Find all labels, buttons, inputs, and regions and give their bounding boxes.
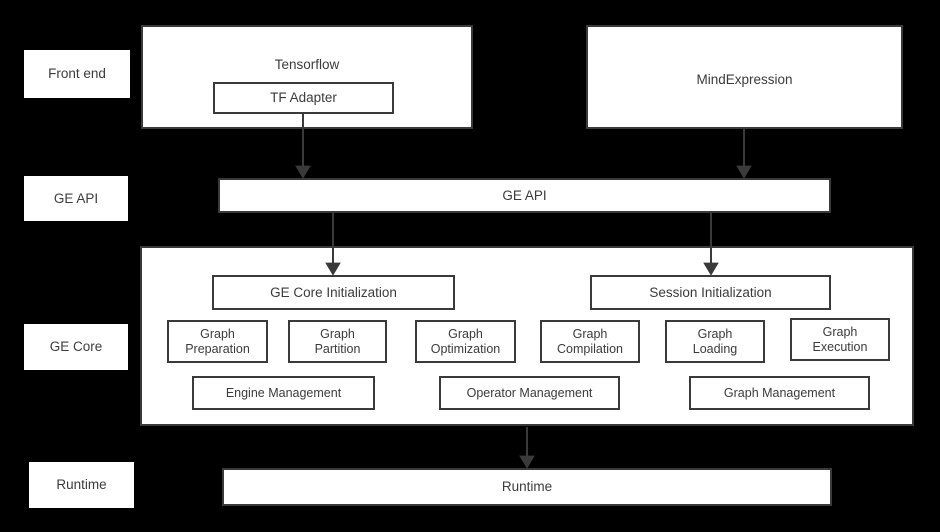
layer-label-front-end-text: Front end — [48, 66, 106, 82]
tensorflow-title: Tensorflow — [274, 57, 340, 72]
module-graph-optimization: Graph Optimization — [415, 320, 516, 363]
session-initialization-box: Session Initialization — [590, 275, 831, 310]
ge-core-initialization-label: GE Core Initialization — [270, 284, 397, 300]
session-initialization-label: Session Initialization — [649, 284, 772, 300]
ge-core-initialization-box: GE Core Initialization — [212, 275, 455, 310]
layer-label-ge-core-text: GE Core — [49, 339, 103, 355]
manager-graph-management-label: Graph Management — [723, 385, 836, 400]
module-graph-compilation: Graph Compilation — [540, 320, 640, 363]
module-graph-preparation-label: Graph Preparation — [185, 327, 250, 356]
layer-label-front-end: Front end — [24, 50, 130, 98]
layer-label-runtime: Runtime — [29, 462, 134, 508]
module-graph-loading: Graph Loading — [665, 320, 765, 363]
manager-engine-management-label: Engine Management — [225, 385, 342, 400]
layer-label-ge-api: GE API — [24, 176, 128, 221]
ge-api-bar: GE API — [218, 178, 831, 213]
tf-adapter-label: TF Adapter — [270, 90, 337, 106]
manager-operator-management: Operator Management — [439, 376, 620, 410]
module-graph-partition-label: Graph Partition — [314, 327, 361, 356]
manager-engine-management: Engine Management — [192, 376, 375, 410]
module-graph-partition: Graph Partition — [288, 320, 387, 363]
runtime-bar-label: Runtime — [501, 479, 553, 495]
manager-operator-management-label: Operator Management — [466, 385, 593, 400]
layer-label-ge-api-text: GE API — [53, 190, 99, 206]
ge-api-bar-label: GE API — [502, 187, 547, 203]
runtime-bar: Runtime — [222, 468, 832, 506]
module-graph-optimization-label: Graph Optimization — [430, 327, 501, 356]
module-graph-execution: Graph Execution — [790, 318, 890, 361]
manager-graph-management: Graph Management — [689, 376, 870, 410]
module-graph-loading-label: Graph Loading — [692, 327, 738, 356]
layer-label-ge-core: GE Core — [24, 324, 128, 370]
module-graph-compilation-label: Graph Compilation — [556, 327, 623, 356]
tf-adapter-box: TF Adapter — [213, 82, 394, 114]
module-graph-execution-label: Graph Execution — [812, 325, 868, 354]
layer-label-runtime-text: Runtime — [56, 477, 107, 493]
mindexpression-container: MindExpression — [586, 25, 903, 129]
mindexpression-title: MindExpression — [696, 72, 793, 87]
module-graph-preparation: Graph Preparation — [167, 320, 268, 363]
